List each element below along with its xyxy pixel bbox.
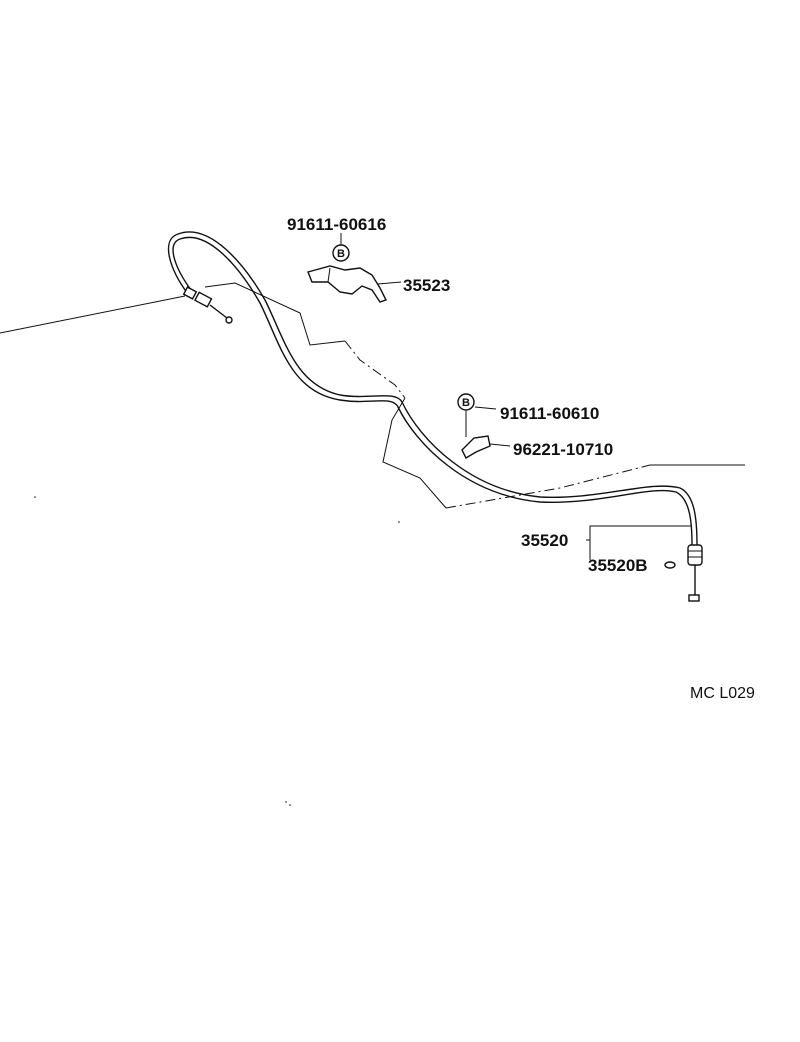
figure-code: MC L029	[690, 685, 755, 702]
label-bolt-lower: 91611-60610	[500, 404, 599, 423]
bolt-lower-b-label: B	[462, 397, 470, 409]
label-cable-assembly: 35520	[521, 531, 568, 550]
cable	[167, 231, 698, 546]
label-bracket: 35523	[403, 276, 450, 295]
specks	[34, 496, 400, 806]
label-bolt-upper: 91611-60616	[287, 215, 386, 234]
label-cable-sub: 35520B	[588, 556, 648, 575]
clamp-96221	[461, 435, 491, 459]
bracket-35523	[307, 265, 387, 303]
bolt-upper-symbol: B	[332, 233, 350, 262]
bolt-upper-b-label: B	[337, 248, 345, 260]
cable-end-left	[182, 286, 233, 324]
label-clamp: 96221-10710	[513, 440, 613, 459]
leader-lines	[377, 281, 692, 569]
body-outline	[0, 282, 745, 509]
cable-end-right	[687, 544, 703, 602]
bolt-lower-symbol: B	[457, 393, 497, 437]
